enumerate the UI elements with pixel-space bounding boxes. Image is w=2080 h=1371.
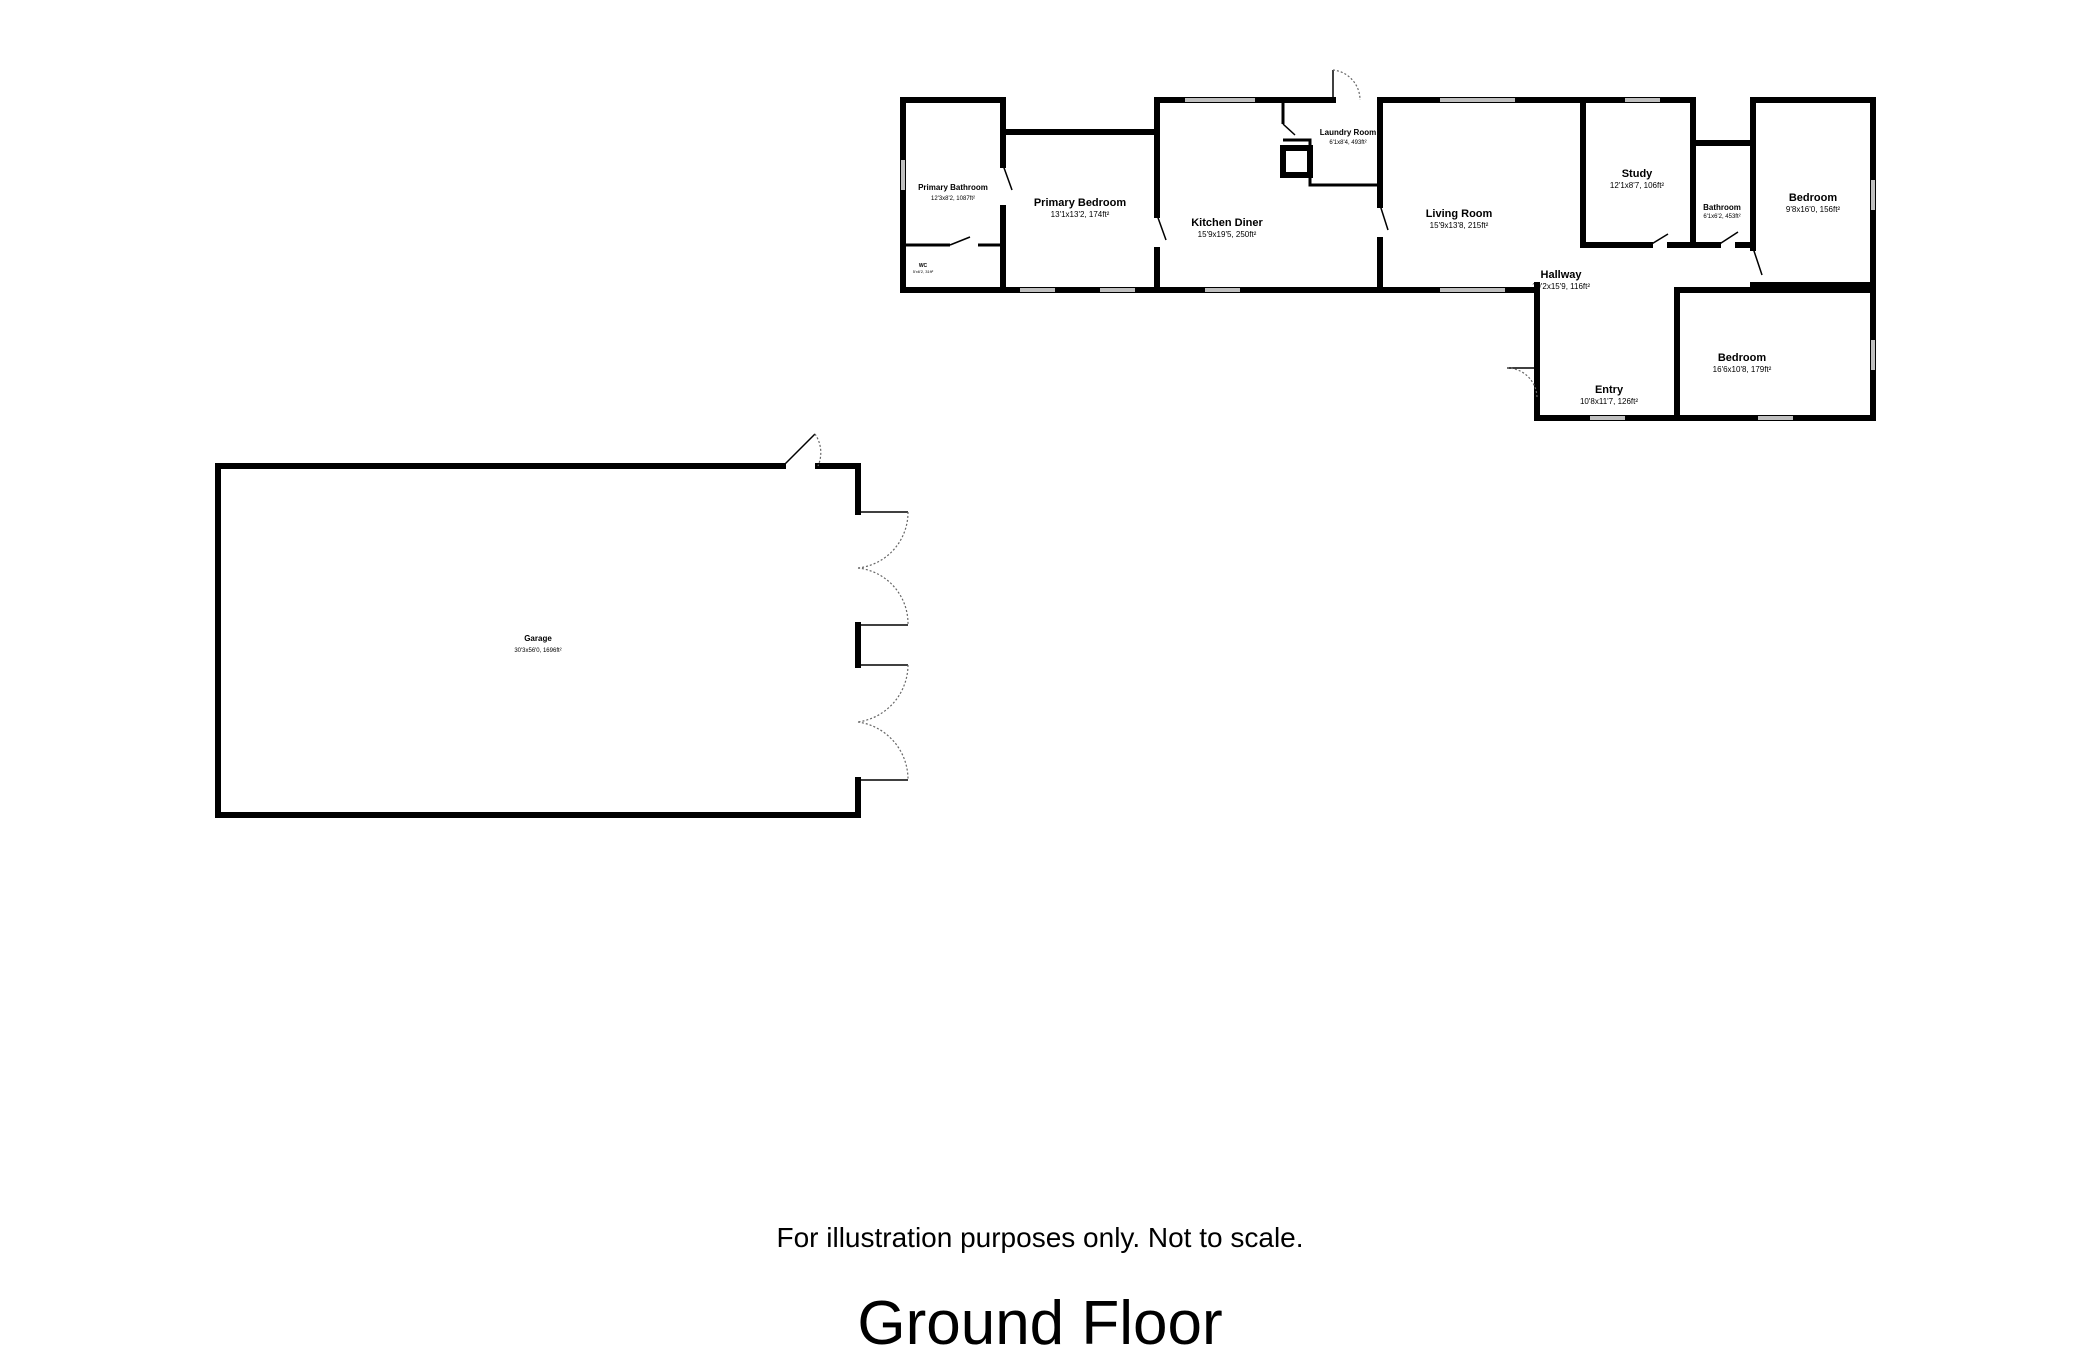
garage-walls bbox=[215, 463, 861, 818]
bathroom-name: Bathroom bbox=[1703, 203, 1741, 212]
entry-name: Entry bbox=[1595, 384, 1624, 396]
laundry-room-name: Laundry Room bbox=[1320, 128, 1376, 137]
living-room-dims: 15'9x13'8, 215ft² bbox=[1430, 221, 1489, 230]
primary-bedroom-name: Primary Bedroom bbox=[1034, 197, 1127, 209]
entry-dims: 10'8x11'7, 126ft² bbox=[1580, 397, 1638, 406]
garage-doors bbox=[782, 433, 909, 781]
hallway-dims: 19'2x15'9, 116ft² bbox=[1532, 282, 1590, 291]
wc-dims: 5'x6'2, 31ft² bbox=[913, 269, 934, 274]
house-windows bbox=[901, 98, 1875, 420]
kitchen-diner-dims: 15'9x19'5, 250ft² bbox=[1198, 230, 1257, 239]
hallway-name: Hallway bbox=[1541, 269, 1583, 281]
bathroom-dims: 6'1x6'2, 453ft² bbox=[1703, 214, 1740, 220]
primary-bedroom-dims: 13'1x13'2, 174ft² bbox=[1051, 210, 1110, 219]
house-doors bbox=[949, 69, 1763, 399]
house-walls bbox=[900, 97, 1876, 421]
bedroom-east-name: Bedroom bbox=[1789, 192, 1838, 204]
living-room-name: Living Room bbox=[1426, 208, 1493, 220]
wc-name: WC bbox=[919, 263, 928, 269]
garage-dims: 30'3x56'0, 1696ft² bbox=[514, 648, 561, 654]
floor-title: Ground Floor bbox=[857, 1289, 1223, 1358]
primary-bathroom-dims: 12'3x8'2, 1087ft² bbox=[931, 196, 975, 202]
bedroom-south-dims: 16'6x10'8, 179ft² bbox=[1713, 365, 1772, 374]
garage-name: Garage bbox=[524, 634, 552, 643]
laundry-room-dims: 6'1x8'4, 493ft² bbox=[1329, 140, 1366, 146]
bedroom-south-name: Bedroom bbox=[1718, 352, 1767, 364]
study-dims: 12'1x8'7, 106ft² bbox=[1610, 181, 1665, 190]
kitchen-diner-name: Kitchen Diner bbox=[1191, 217, 1263, 229]
study-name: Study bbox=[1622, 168, 1653, 180]
bedroom-east-dims: 9'8x16'0, 156ft² bbox=[1786, 205, 1841, 214]
primary-bathroom-name: Primary Bathroom bbox=[918, 183, 988, 192]
room-labels: Primary Bathroom 12'3x8'2, 1087ft² WC 5'… bbox=[514, 128, 1840, 654]
disclaimer-text: For illustration purposes only. Not to s… bbox=[776, 1222, 1304, 1253]
